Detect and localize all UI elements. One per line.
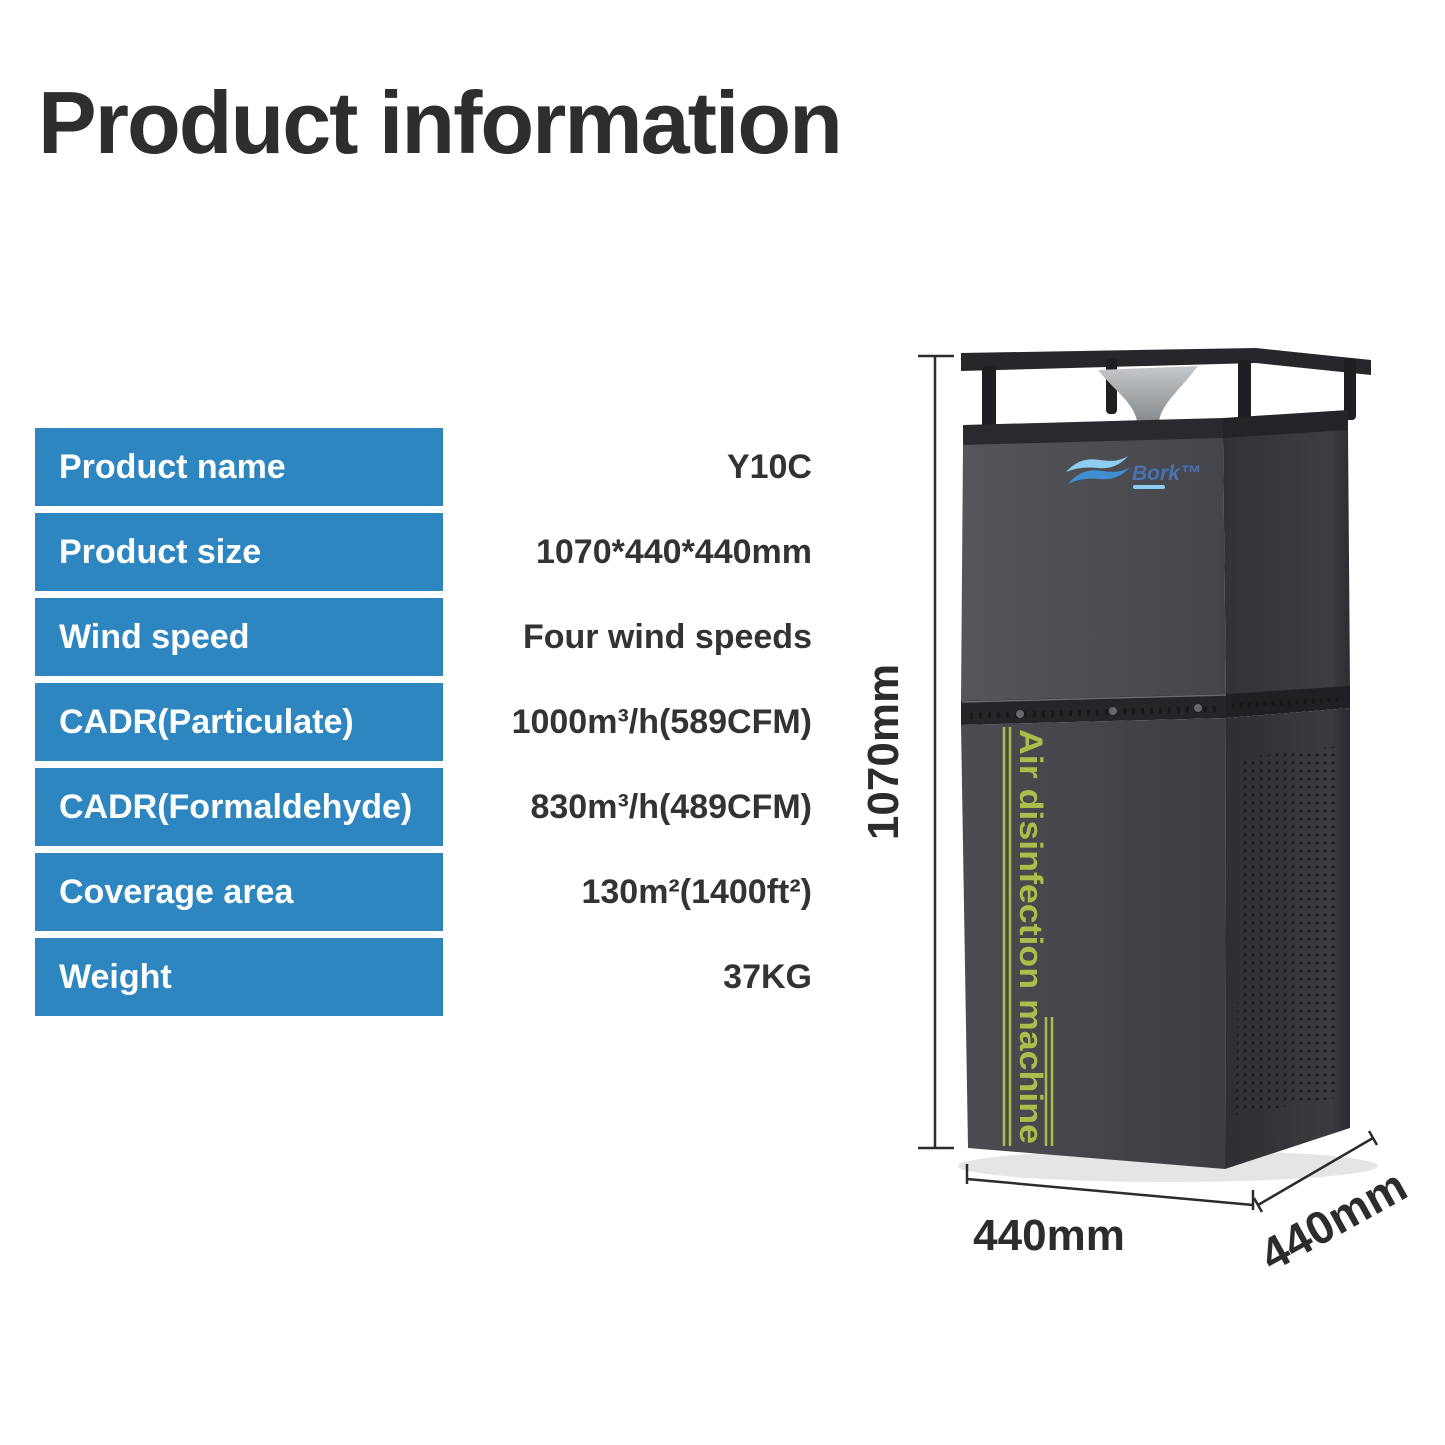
brand-subtext-decor xyxy=(1133,485,1165,489)
spec-label-cadr-formaldehyde: CADR(Formaldehyde) xyxy=(35,768,443,846)
seam-screw-dots xyxy=(1016,704,1202,718)
width-dimension-label: 440mm xyxy=(973,1211,1125,1260)
spec-value-wind-speed: Four wind speeds xyxy=(522,617,812,656)
spec-label-coverage-area: Coverage area xyxy=(35,853,443,931)
seam-band-front xyxy=(961,694,1226,725)
spec-value-cadr-particulate: 1000m³/h(589CFM) xyxy=(511,702,812,741)
seam-highlight-line xyxy=(961,694,1227,703)
brand-logo-text: Bork™ xyxy=(1132,462,1201,485)
lower-body-front-panel xyxy=(961,718,1226,1169)
logo-wave-icon-2 xyxy=(1068,467,1130,484)
height-dimension-line xyxy=(918,354,954,1150)
spec-value-product-size: 1070*440*440mm xyxy=(535,532,812,571)
spec-value-weight: 37KG xyxy=(723,957,812,996)
spec-table-values: Y10C 1070*440*440mm Four wind speeds 100… xyxy=(448,428,812,1023)
height-dimension-label: 1070mm xyxy=(859,664,908,840)
spec-label-wind-speed: Wind speed xyxy=(35,598,443,676)
spec-table-labels: Product name Product size Wind speed CAD… xyxy=(35,428,443,1023)
page-title: Product information xyxy=(38,73,843,172)
spec-label-weight: Weight xyxy=(35,938,443,1016)
spec-value-cadr-formaldehyde: 830m³/h(489CFM) xyxy=(530,787,812,826)
depth-dimension-line xyxy=(1252,1130,1379,1213)
logo-wave-icon xyxy=(1066,456,1128,472)
spec-value-coverage-area: 130m²(1400ft²) xyxy=(581,872,812,911)
ground-shadow xyxy=(958,1150,1378,1182)
side-slogan: Air disinfection machine xyxy=(1002,727,1054,1146)
brand-logo: Bork™ xyxy=(1066,456,1201,489)
side-slogan-underlines xyxy=(1002,727,1054,1146)
spec-value-product-name: Y10C xyxy=(726,447,812,486)
width-dimension-line xyxy=(965,1164,1255,1210)
upper-body-front-panel xyxy=(961,438,1226,703)
spec-label-cadr-particulate: CADR(Particulate) xyxy=(35,683,443,761)
air-outlet-funnel xyxy=(1098,366,1198,432)
spec-label-product-name: Product name xyxy=(35,428,443,506)
air-disinfection-machine-illustration: 1070mm Bork™ Air disinfection machine xyxy=(859,348,1415,1281)
spec-label-product-size: Product size xyxy=(35,513,443,591)
side-slogan-text: Air disinfection machine xyxy=(1013,729,1049,1144)
product-figure: 1070mm Bork™ Air disinfection machine xyxy=(858,328,1418,1308)
side-perforated-grille xyxy=(1236,746,1338,1115)
top-lid xyxy=(961,348,1371,375)
seam-vent-dots-side xyxy=(1231,696,1345,709)
upper-body-side-panel xyxy=(1223,430,1350,696)
